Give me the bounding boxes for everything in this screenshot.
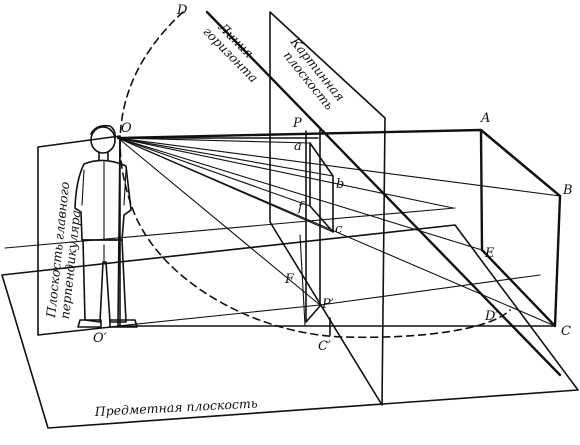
point-C-prime: C′ — [318, 339, 331, 354]
point-E: E — [484, 246, 495, 261]
point-O: O — [121, 121, 132, 136]
point-P-prime: P′ — [321, 297, 334, 312]
object-face — [479, 128, 562, 328]
point-B: B — [562, 183, 573, 198]
point-c: c — [335, 222, 343, 237]
point-D: D — [176, 3, 188, 18]
point-f: f — [297, 200, 305, 215]
perpendicular-plane-caption: Плоскость главного перпендикуляра — [43, 181, 83, 320]
horizon-line-caption: Линия горизонта — [200, 19, 261, 86]
object-plane — [1, 224, 579, 429]
point-P: P — [292, 116, 302, 131]
observer-figure — [74, 124, 138, 328]
point-O-prime: O′ — [93, 331, 107, 346]
distance-arc — [119, 11, 511, 339]
point-D-prime: D′ — [484, 309, 498, 324]
point-F: F — [284, 272, 295, 287]
point-A: A — [480, 111, 490, 126]
visual-rays — [117, 137, 561, 327]
point-b: b — [336, 177, 344, 192]
object-plane-caption: Предметная плоскость — [93, 395, 258, 419]
picture-plane — [269, 11, 386, 406]
point-C: C — [561, 324, 571, 339]
point-a: a — [294, 139, 302, 154]
ground-lines — [4, 207, 541, 327]
